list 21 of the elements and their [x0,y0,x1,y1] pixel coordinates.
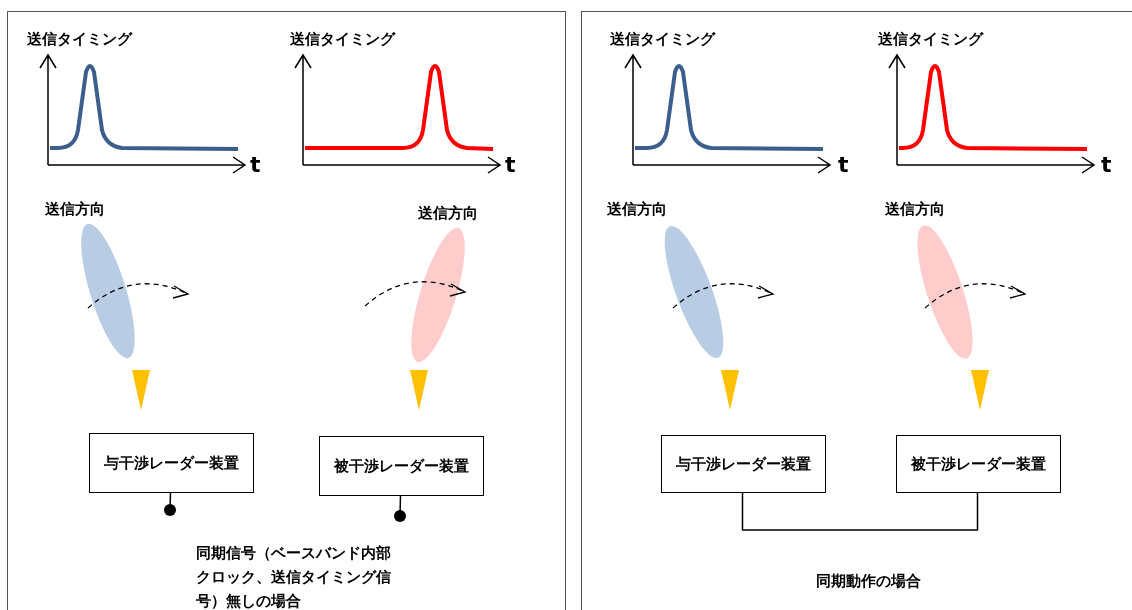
radar-device-box: 与干渉レーダー装置 [661,435,826,493]
direction-label: 送信方向 [45,200,105,219]
caption-text: 同期動作の場合 [816,571,921,592]
axis-title: 送信タイミング [610,30,715,49]
axis-title: 送信タイミング [27,30,132,49]
radar-device-box: 与干渉レーダー装置 [89,433,254,493]
axis-label: t [505,152,516,177]
axis-title: 送信タイミング [290,30,395,49]
axis-label: t [1101,152,1112,177]
connector-line [741,491,979,531]
signal-line [394,494,406,522]
axis-label: t [838,152,849,177]
direction-label: 送信方向 [885,200,945,219]
signal-line [164,491,176,516]
axis-title: 送信タイミング [878,30,983,49]
direction-label: 送信方向 [418,204,478,223]
direction-label: 送信方向 [607,200,667,219]
caption-text: 同期信号（ベースバンド内部クロック、送信タイミング信号）無しの場合 [196,543,392,610]
axis-label: t [250,152,261,177]
radar-device-box: 被干渉レーダー装置 [896,435,1061,493]
radar-device-box: 被干渉レーダー装置 [319,436,484,496]
